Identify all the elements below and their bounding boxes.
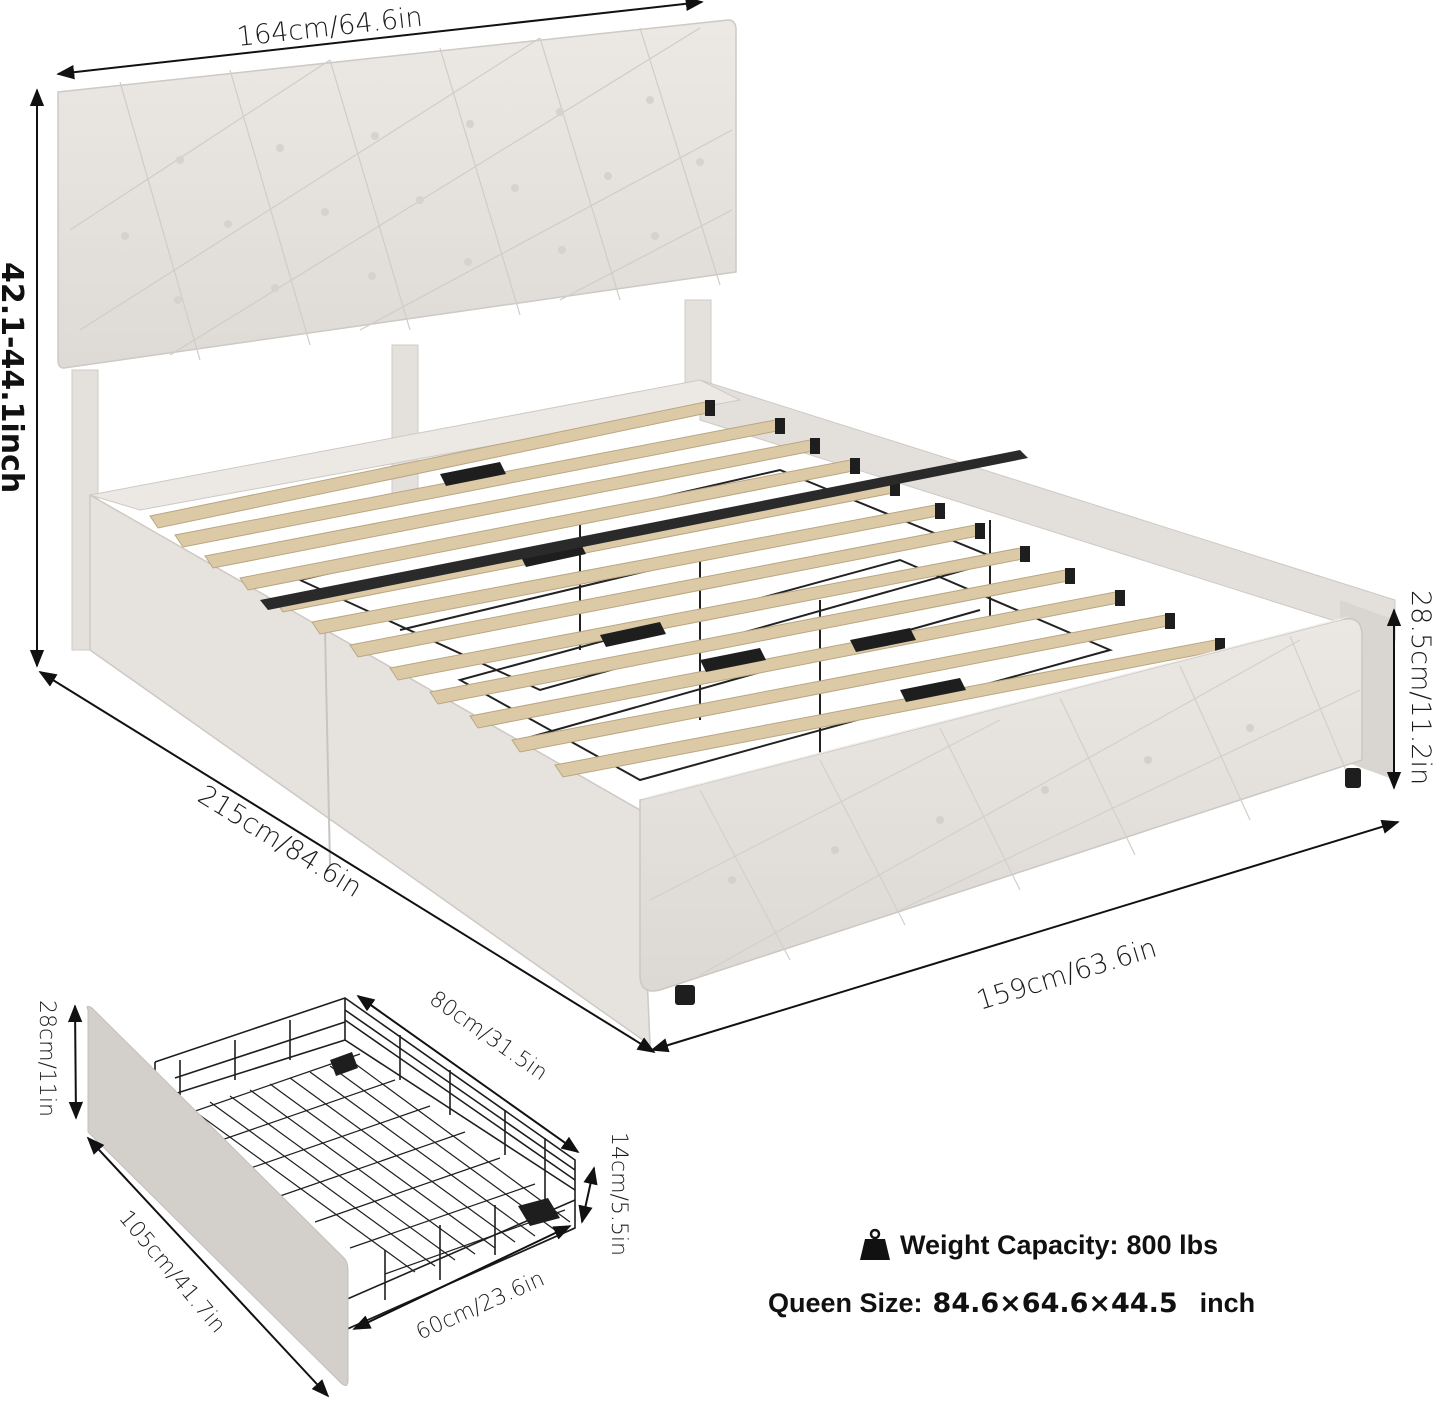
weight-capacity-line: Weight Capacity:800 lbs xyxy=(858,1228,1218,1262)
tufted-headboard xyxy=(57,19,737,369)
size-value: 84.6×64.6×44.5 xyxy=(932,1288,1178,1319)
drawer-panel-height-label: 28cm/11in xyxy=(34,1000,59,1117)
total-height-label: 42.1-44.1inch xyxy=(0,262,29,493)
basket-width-label: 60cm/23.6in xyxy=(412,1267,548,1346)
weight-capacity-label: Weight Capacity: xyxy=(900,1229,1119,1260)
basket-depth-label: 80cm/31.5in xyxy=(425,986,552,1086)
basket-height-label: 14cm/5.5in xyxy=(606,1132,631,1256)
size-label: Queen Size: xyxy=(768,1288,923,1318)
weight-icon xyxy=(860,1228,890,1260)
bed-width-label: 159cm/63.6in xyxy=(973,933,1160,1017)
bed-illustration xyxy=(57,19,1396,1047)
bed-foot xyxy=(1345,768,1361,788)
queen-size-line: Queen Size: 84.6×64.6×44.5 inch xyxy=(768,1288,1255,1319)
bed-foot xyxy=(675,985,695,1005)
size-unit: inch xyxy=(1199,1288,1256,1318)
slat-brackets xyxy=(440,400,1225,702)
side-rail-height-label: 28.5cm/11.2in xyxy=(1405,590,1436,785)
drawer-dimension-lines xyxy=(67,994,598,1398)
dimension-lines xyxy=(29,0,1402,1053)
headboard-width-label: 164cm/64.6in xyxy=(235,2,424,53)
weight-capacity-value: 800 lbs xyxy=(1126,1229,1219,1260)
